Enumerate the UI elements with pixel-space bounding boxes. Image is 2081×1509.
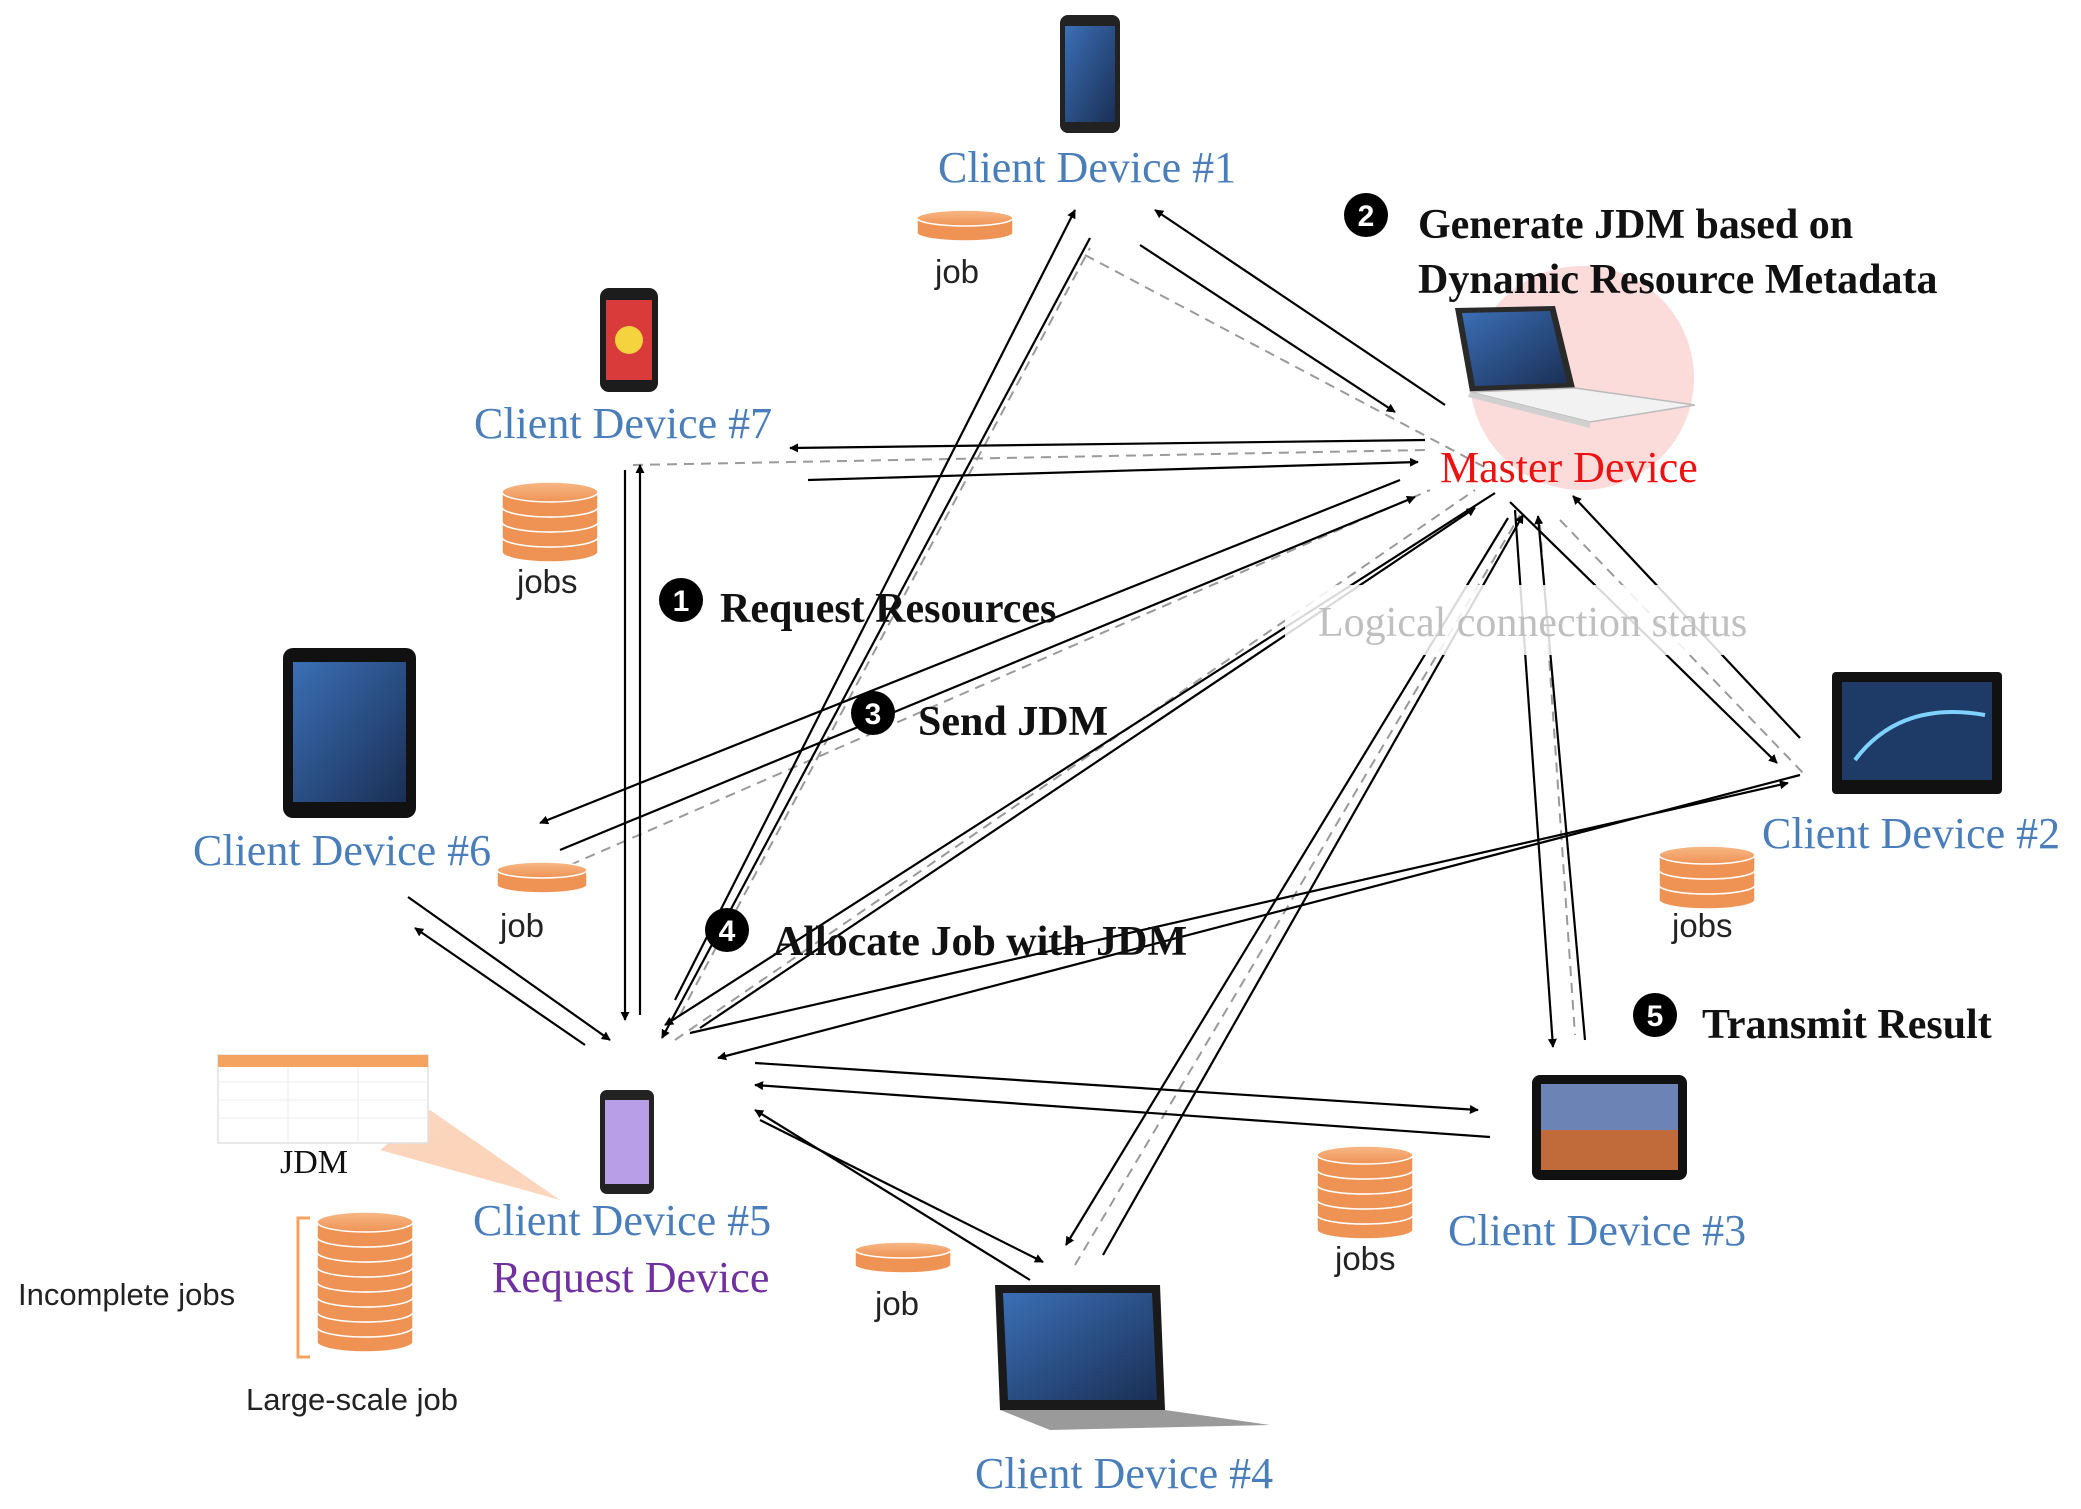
- client-4-label: Client Device #4: [975, 1449, 1273, 1498]
- svg-text:3: 3: [865, 698, 882, 731]
- client-5-phone-icon: [600, 1090, 654, 1194]
- client-2-disk-stack: [1658, 845, 1756, 910]
- client-2-label: Client Device #2: [1762, 809, 2060, 858]
- step-2-label-line2: Dynamic Resource Metadata: [1418, 257, 1937, 303]
- client-5-label: Client Device #5: [473, 1196, 771, 1245]
- master-device-label: Master Device: [1440, 443, 1698, 492]
- step-5-number-badge: [1633, 993, 1677, 1037]
- client-3-storage-label: jobs: [1334, 1240, 1396, 1277]
- step-1: 1 Request Resources: [659, 578, 1056, 632]
- jdm-label: JDM: [280, 1144, 348, 1181]
- incomplete-jobs-bracket: [296, 1216, 310, 1359]
- client-1-disk-stack: [916, 209, 1014, 242]
- storage-disks: [316, 209, 1756, 1353]
- svg-text:4: 4: [719, 915, 736, 948]
- client-7-disk-stack: [501, 481, 599, 563]
- step-4-label: Allocate Job with JDM: [773, 919, 1187, 965]
- step-2-label-line1: Generate JDM based on: [1418, 202, 1853, 248]
- client-3-disk-stack: [1316, 1145, 1414, 1240]
- step-2-number-badge: [1344, 193, 1388, 237]
- client-1-storage-label: job: [934, 253, 979, 290]
- connection-arrows: [407, 209, 1801, 1281]
- client-6-disk-stack: [496, 861, 588, 894]
- svg-text:5: 5: [1647, 1000, 1664, 1033]
- svg-text:1: 1: [673, 585, 690, 618]
- step-1-label: Request Resources: [720, 586, 1056, 632]
- client-3-tablet-icon: [1532, 1075, 1687, 1180]
- svg-text:2: 2: [1358, 200, 1375, 233]
- client-7-storage-label: jobs: [516, 563, 578, 600]
- step-5: 5 Transmit Result: [1633, 993, 1992, 1048]
- step-5-label: Transmit Result: [1702, 1002, 1992, 1048]
- step-2: 2 Generate JDM based on Dynamic Resource…: [1344, 193, 1937, 303]
- incomplete-jobs-label: Incomplete jobs: [18, 1277, 235, 1312]
- jdm-table-icon: [217, 1054, 560, 1200]
- client-6-tablet-icon: [283, 648, 416, 818]
- large-scale-job-label: Large-scale job: [246, 1382, 458, 1417]
- step-4: 4 Allocate Job with JDM: [705, 908, 1187, 965]
- client-2-tablet-icon: [1832, 672, 2002, 794]
- client-6-storage-label: job: [499, 907, 544, 944]
- client-4-disk-stack: [854, 1241, 952, 1274]
- step-4-number-badge: [705, 908, 749, 952]
- client-2-storage-label: jobs: [1671, 907, 1733, 944]
- client-1-phone-icon: [1060, 15, 1120, 133]
- client-6-label: Client Device #6: [193, 826, 491, 875]
- client-4-laptop-icon: [995, 1285, 1270, 1430]
- client-7-label: Client Device #7: [474, 399, 772, 448]
- master-laptop-icon: [1455, 306, 1696, 428]
- client-4-storage-label: job: [874, 1285, 919, 1322]
- client-3-label: Client Device #3: [1448, 1206, 1746, 1255]
- logical-connection-status: Logical connection status: [1318, 600, 1747, 646]
- step-1-number-badge: [659, 578, 703, 622]
- large-job-disk-stack: [316, 1211, 414, 1353]
- step-3-label: Send JDM: [918, 699, 1108, 745]
- step-3: 3 Send JDM: [851, 691, 1108, 745]
- step-3-number-badge: [851, 691, 895, 735]
- client-7-phone-icon: [600, 288, 658, 392]
- client-1-label: Client Device #1: [938, 143, 1236, 192]
- request-device-label: Request Device: [492, 1253, 769, 1302]
- logical-connection-box: [1285, 585, 1815, 655]
